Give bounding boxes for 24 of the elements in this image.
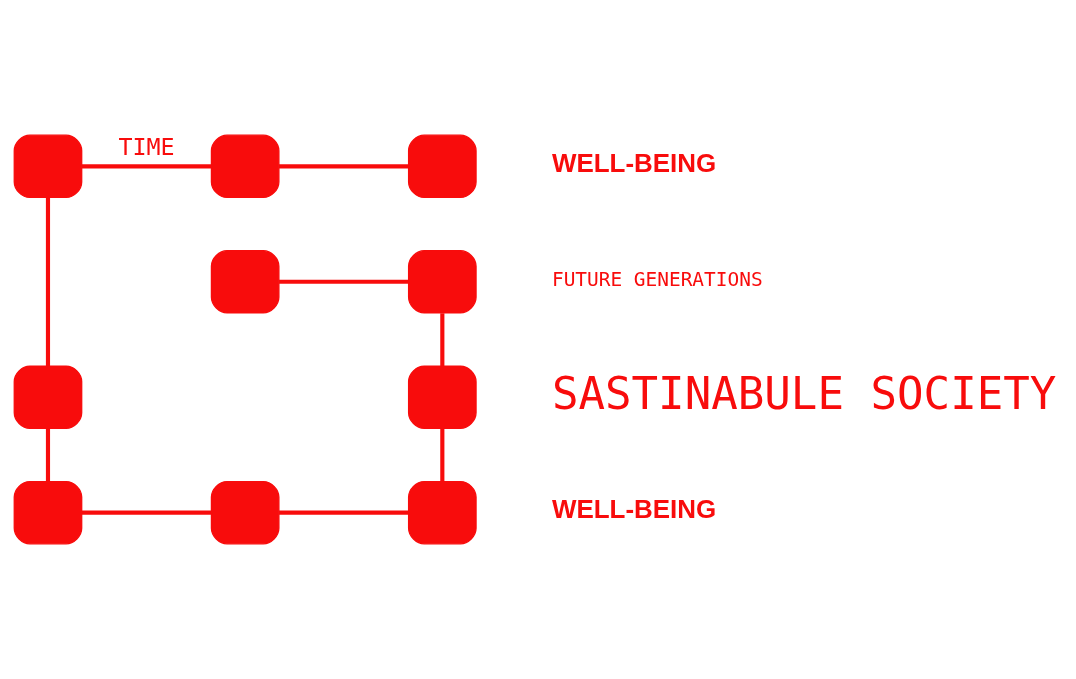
- connector: [279, 510, 409, 515]
- node-box: [407, 365, 477, 429]
- node-box: [13, 480, 83, 545]
- connector: [81, 164, 212, 169]
- node-box: [210, 250, 280, 314]
- node-box: [407, 480, 477, 545]
- node-box: [407, 134, 477, 199]
- connector: [45, 197, 51, 367]
- connector: [440, 313, 445, 366]
- node-box: [210, 134, 280, 199]
- connector: [440, 428, 445, 482]
- connector: [279, 279, 409, 284]
- connector: [279, 164, 409, 169]
- label: WELL-BEING: [551, 494, 717, 523]
- node-box: [407, 250, 477, 314]
- node-box: [210, 480, 280, 545]
- connector: [45, 428, 51, 482]
- node-box: [13, 365, 83, 429]
- label: WELL-BEING: [551, 148, 717, 177]
- label: SASTINABULE SOCIETY: [551, 367, 1057, 419]
- label: FUTURE GENERATIONS: [551, 268, 763, 292]
- connector: [81, 510, 212, 515]
- edge-label: TIME: [118, 133, 175, 162]
- node-box: [13, 134, 83, 199]
